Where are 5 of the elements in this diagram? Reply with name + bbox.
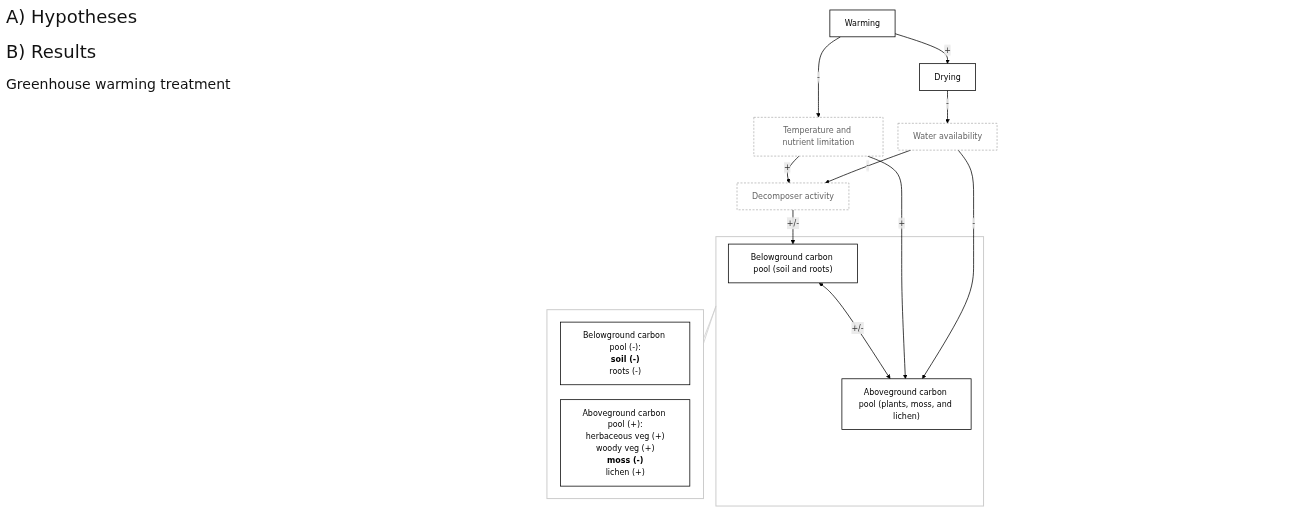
panel-heading: B) Results [6,41,98,62]
bracket-label: Greenhouse warming treatment [6,76,232,92]
panel-heading: A) Hypotheses [6,6,139,27]
cluster [715,236,985,507]
cluster [546,309,704,500]
